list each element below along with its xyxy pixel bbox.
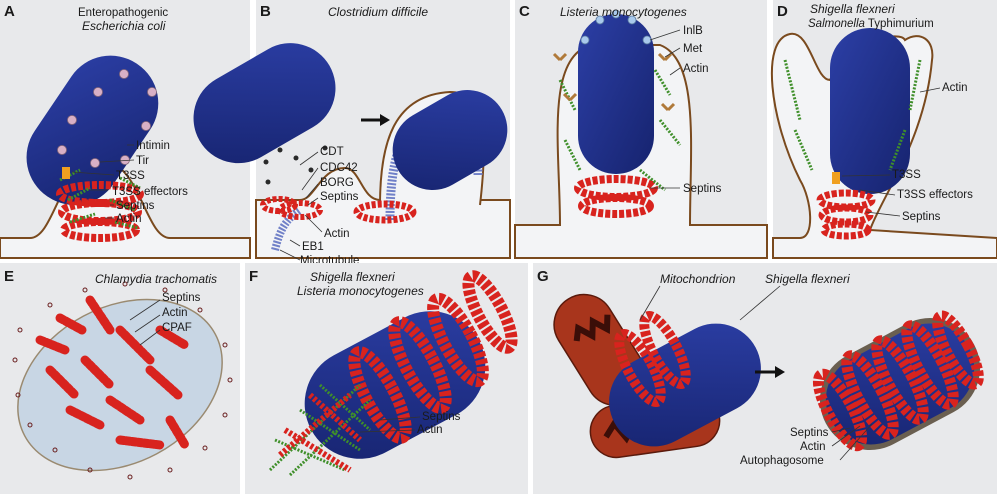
label-septins-g: Septins: [790, 427, 829, 439]
label-cdc42: CDC42: [320, 162, 358, 174]
label-septins-b: Septins: [320, 191, 359, 203]
septin-rings-d: [816, 189, 876, 240]
septin-cage-rings-f: [348, 270, 518, 444]
panel-f-letter: F: [249, 268, 258, 285]
label-septins-d: Septins: [902, 211, 941, 223]
panel-c-leaders: [649, 29, 681, 189]
panel-d: D Shigella flexneri Salmonella Typhimuri…: [770, 0, 997, 259]
label-t3ss-effectors-a: T3SS effectors: [112, 186, 188, 198]
panel-b: B Clostridium difficile CDT CDC42 BORG S…: [193, 0, 511, 267]
panel-e-letter: E: [4, 268, 14, 285]
label-eb1: EB1: [302, 241, 324, 253]
panel-c-letter: C: [519, 3, 530, 20]
panel-e-leaders: [129, 299, 161, 346]
cdt-toxin-dots: [263, 145, 328, 185]
epec-bacterium: [26, 55, 159, 205]
arrow-head-b: [380, 114, 390, 126]
panel-e-organism: Chlamydia trachomatis: [95, 272, 217, 286]
septin-rings-a: [56, 181, 144, 242]
panel-f-organism-line2: Listeria monocytogenes: [297, 284, 424, 298]
panel-g: G Mitochondrion Shigella flexneri Septin…: [533, 263, 997, 494]
panel-a-leaders: [71, 144, 135, 219]
cdiff-bacterium-1: [193, 43, 336, 164]
panel-f-leaders: [359, 416, 421, 433]
panel-d-organism-line2: Salmonella Typhimurium: [808, 18, 934, 30]
panel-c-organism: Listeria monocytogenes: [560, 5, 687, 19]
label-actin-a: Actin: [116, 213, 142, 225]
panel-f-organism-line1: Shigella flexneri: [310, 270, 395, 284]
label-tir: Tir: [136, 155, 149, 167]
septin-cage-rings-g2: [812, 310, 984, 452]
panel-d-letter: D: [777, 3, 788, 20]
t3ss-needle-a: [62, 167, 70, 179]
panel-d-organism-serovar: Typhimurium: [865, 18, 934, 30]
panel-d-organism-genus: Salmonella: [808, 18, 865, 30]
actin-filaments-c: [558, 69, 682, 192]
actin-filaments-d: [783, 59, 922, 171]
septin-tail-mesh-f: [278, 392, 363, 473]
panel-a-letter: A: [4, 3, 15, 20]
panel-a-organism-line2: Escherichia coli: [82, 19, 166, 33]
label-borg: BORG: [320, 177, 354, 189]
septin-filaments-b: [260, 196, 417, 224]
septin-fibers-e: [35, 295, 190, 450]
label-septins-e: Septins: [162, 292, 201, 304]
panel-g-organism: Shigella flexneri: [765, 272, 850, 286]
label-t3ss-effectors-d: T3SS effectors: [897, 189, 973, 201]
label-actin-f: Actin: [417, 424, 443, 436]
intimin-dots: [57, 69, 157, 168]
label-met: Met: [683, 43, 703, 55]
panel-b-organism: Clostridium difficile: [328, 5, 428, 19]
panel-d-organism-line1: Shigella flexneri: [810, 2, 895, 16]
label-actin-e: Actin: [162, 307, 188, 319]
label-actin-g: Actin: [800, 441, 826, 453]
panel-b-letter: B: [260, 3, 271, 20]
panel-f: F Shigella flexneri Listeria monocytogen…: [245, 263, 528, 494]
label-inlb: InlB: [683, 25, 703, 37]
t3ss-needle-d: [832, 172, 840, 184]
listeria-bacterium-c: [578, 14, 654, 174]
label-actin-b: Actin: [324, 228, 350, 240]
panel-d-leaders: [841, 87, 941, 217]
label-septins-a: Septins: [116, 200, 155, 212]
mitochondrion-1-cristae: [573, 314, 611, 342]
label-t3ss-d: T3SS: [892, 169, 921, 181]
inlb-dots: [580, 9, 652, 45]
panel-g-leaders: [639, 285, 873, 461]
label-septins-c: Septins: [683, 183, 722, 195]
shigella-bacterium-d: [830, 28, 910, 194]
septin-rings-g1: [614, 310, 691, 408]
label-septins-f: Septins: [422, 411, 461, 423]
inclusion-membrane-dots: [12, 281, 233, 480]
cdiff-bacterium-2: [392, 90, 508, 190]
arrow-head-g: [775, 366, 785, 378]
label-cpaf: CPAF: [162, 322, 192, 334]
label-autophagosome: Autophagosome: [740, 455, 824, 467]
label-cdt: CDT: [320, 146, 344, 158]
panel-g-letter: G: [537, 268, 549, 285]
panel-e: E Chlamydia trachomatis Septins Actin CP…: [0, 263, 240, 494]
panel-a-organism-line1: Enteropathogenic: [78, 7, 168, 19]
label-t3ss-a: T3SS: [116, 170, 145, 182]
panel-b-leaders: [279, 151, 323, 261]
microtubule-b-left: [271, 206, 303, 251]
label-actin-d: Actin: [942, 82, 968, 94]
label-intimin: Intimin: [136, 140, 170, 152]
met-receptors: [552, 52, 676, 112]
label-actin-c: Actin: [683, 63, 709, 75]
panel-g-organelle: Mitochondrion: [660, 272, 736, 286]
panel-c: C Listeria monocytogenes InlB Met Actin …: [514, 0, 768, 259]
